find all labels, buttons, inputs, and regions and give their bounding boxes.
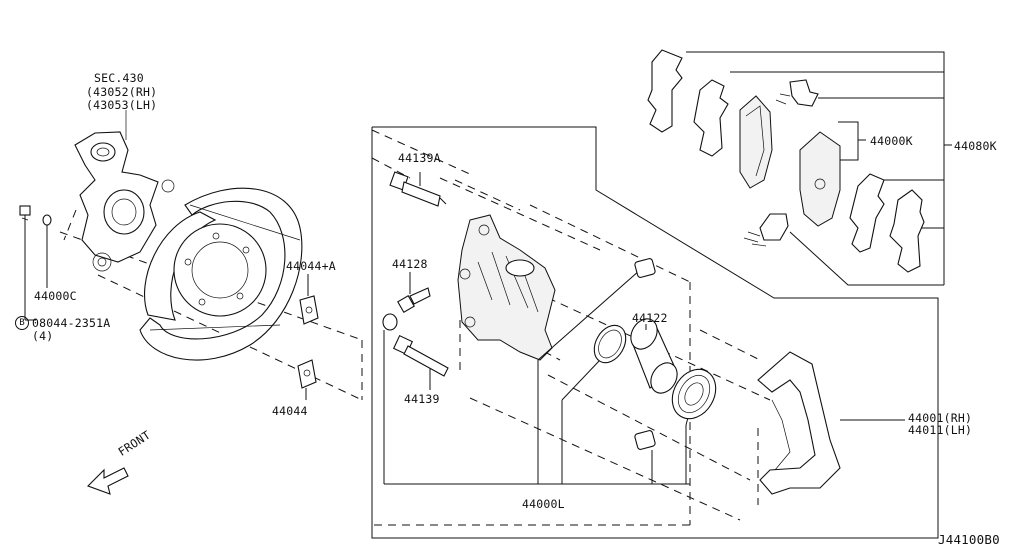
dust-shield — [139, 187, 303, 361]
caliper-assembly-frame — [371, 126, 939, 539]
knuckle-rh-label: (43052(RH) — [86, 85, 158, 99]
front-arrow — [87, 467, 129, 495]
inner-shim-2 — [889, 189, 925, 273]
steering-knuckle — [74, 110, 175, 272]
caliper-lh-label[interactable]: 44011(LH) — [908, 423, 973, 437]
outer-shim-2 — [693, 79, 729, 157]
washer-label[interactable]: 44000C — [34, 289, 77, 303]
diagram-code: J44100B0 — [938, 532, 1000, 547]
bolt-circle-symbol: B — [15, 316, 29, 330]
brake-pad-outer — [739, 95, 773, 189]
plate — [297, 359, 317, 400]
bleeder-cap-lower — [634, 430, 656, 450]
washer — [42, 214, 52, 288]
guide-pin-a — [389, 171, 447, 207]
pin-a-label[interactable]: 44139A — [398, 151, 441, 165]
piston — [630, 318, 678, 394]
plate-a — [299, 274, 319, 325]
caliper-rh-label[interactable]: 44001(RH) — [908, 411, 973, 425]
inner-shim — [849, 173, 885, 253]
pad-set-label[interactable]: 44080K — [954, 139, 997, 153]
pad-kit-label[interactable]: 44000K — [870, 134, 913, 148]
plate-label[interactable]: 44044 — [272, 404, 308, 418]
piston-seal — [593, 324, 627, 364]
caliper-bracket — [757, 351, 866, 495]
piston-boot — [671, 368, 717, 420]
caliper-body — [457, 214, 556, 361]
bleeder-label[interactable]: 44128 — [392, 257, 428, 271]
pad-spring-clips — [775, 79, 819, 107]
bolt-qty-label: (4) — [32, 329, 54, 343]
outer-shim — [647, 49, 683, 133]
piston-label[interactable]: 44122 — [632, 311, 668, 325]
bolt-part-label[interactable]: 08044-2351A — [32, 316, 111, 330]
label-leaders — [858, 139, 905, 421]
plate-a-label[interactable]: 44044+A — [286, 259, 336, 273]
bleeder-screw — [397, 272, 431, 313]
seal-kit-label[interactable]: 44000L — [522, 497, 565, 511]
pin-label[interactable]: 44139 — [404, 392, 440, 406]
pad-kit-frame — [686, 51, 952, 286]
lower-clips — [743, 213, 789, 247]
knuckle-lh-label: (43053(LH) — [86, 98, 158, 112]
section-ref[interactable]: SEC.430 — [94, 71, 144, 85]
bleeder-cap-upper — [634, 258, 656, 278]
guide-pin — [382, 313, 690, 485]
brake-pad-inner — [799, 131, 841, 227]
